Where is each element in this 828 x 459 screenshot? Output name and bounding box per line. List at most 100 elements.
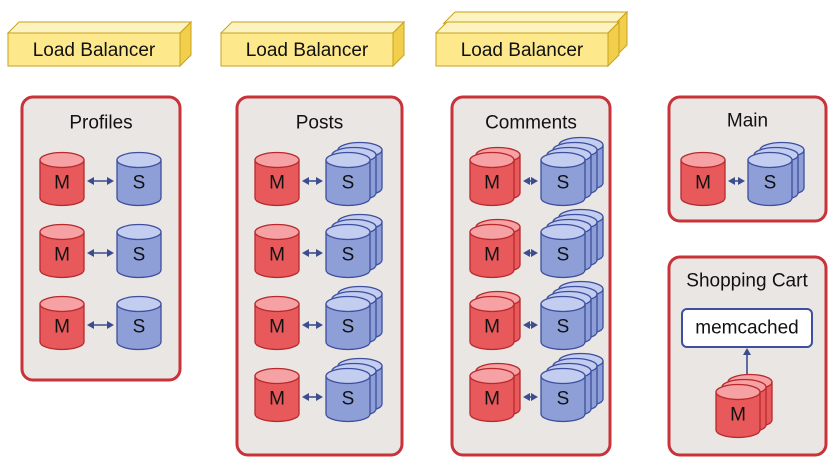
master-db: M xyxy=(39,295,85,351)
database-cylinder-icon xyxy=(116,151,162,207)
slave-db-label: S xyxy=(557,173,570,194)
cluster-title: Posts xyxy=(296,113,344,134)
database-cylinder-icon xyxy=(540,295,586,351)
load-balancer-top xyxy=(442,11,629,24)
database-cylinder-icon xyxy=(39,223,85,279)
slave-db-label: S xyxy=(342,389,355,410)
cluster-title: Shopping Cart xyxy=(686,271,808,292)
database-cylinder-icon xyxy=(540,367,586,423)
master-db-label: M xyxy=(54,245,70,266)
cluster-title: Comments xyxy=(485,113,577,134)
cluster-title: Profiles xyxy=(69,113,132,134)
replication-arrow-icon xyxy=(523,393,538,401)
slave-db-label: S xyxy=(557,245,570,266)
slave-db-label: S xyxy=(133,245,146,266)
master-db: M xyxy=(254,223,300,279)
memcached-border xyxy=(681,308,813,348)
load-balancer[interactable]: Load Balancer xyxy=(434,20,621,68)
slave-db-label: S xyxy=(764,173,777,194)
slave-db: S xyxy=(540,352,604,423)
database-cylinder-icon xyxy=(469,223,515,279)
slave-db-label: S xyxy=(342,317,355,338)
replication-arrow-icon xyxy=(523,249,538,257)
database-cylinder-icon xyxy=(469,367,515,423)
master-db-label: M xyxy=(269,245,285,266)
database-cylinder-icon xyxy=(325,295,371,351)
replication-arrow-icon xyxy=(302,177,323,185)
master-db: M xyxy=(469,290,521,351)
database-cylinder-icon xyxy=(254,295,300,351)
load-balancer-top xyxy=(434,21,621,34)
replication-arrow-icon xyxy=(728,177,745,185)
database-cylinder-icon xyxy=(325,367,371,423)
slave-db: S xyxy=(325,141,383,207)
database-cylinder-icon xyxy=(715,383,761,439)
master-db: M xyxy=(254,295,300,351)
master-db: M xyxy=(39,223,85,279)
database-cylinder-icon xyxy=(39,295,85,351)
master-db: M xyxy=(469,146,521,207)
database-cylinder-icon xyxy=(469,151,515,207)
load-balancer-front xyxy=(435,32,609,67)
slave-db-label: S xyxy=(342,245,355,266)
slave-db: S xyxy=(116,295,162,351)
master-db-label: M xyxy=(269,317,285,338)
master-db: M xyxy=(39,151,85,207)
replication-arrow-icon xyxy=(87,321,114,329)
database-cylinder-icon xyxy=(680,151,726,207)
memcached-box[interactable]: memcached xyxy=(681,308,813,348)
load-balancer-label: Load Balancer xyxy=(246,40,369,61)
master-db-label: M xyxy=(484,173,500,194)
slave-db-label: S xyxy=(342,173,355,194)
replication-arrow-icon xyxy=(302,393,323,401)
slave-db: S xyxy=(325,357,383,423)
master-db: M xyxy=(680,151,726,207)
master-db-label: M xyxy=(484,389,500,410)
slave-db: S xyxy=(540,136,604,207)
slave-db: S xyxy=(116,223,162,279)
master-db: M xyxy=(254,151,300,207)
database-cylinder-icon xyxy=(116,223,162,279)
load-balancer-layer: Load Balancer Load Balancer Load Balancer xyxy=(6,10,629,68)
master-db: M xyxy=(469,218,521,279)
master-db-label: M xyxy=(484,245,500,266)
replication-arrow-icon xyxy=(523,321,538,329)
database-cylinder-icon xyxy=(254,367,300,423)
database-cylinder-icon xyxy=(747,151,793,207)
replication-arrow-icon xyxy=(523,177,538,185)
master-db-label: M xyxy=(269,173,285,194)
memcached-label: memcached xyxy=(695,318,799,339)
slave-db-label: S xyxy=(557,389,570,410)
load-balancer[interactable]: Load Balancer xyxy=(6,20,193,68)
replication-arrow-icon xyxy=(87,177,114,185)
load-balancer-label: Load Balancer xyxy=(461,40,584,61)
master-db-label: M xyxy=(695,173,711,194)
replication-arrow-icon xyxy=(302,321,323,329)
master-db-label: M xyxy=(54,173,70,194)
replication-arrow-icon xyxy=(87,249,114,257)
cart-master-db: M xyxy=(715,373,773,439)
load-balancer[interactable]: Load Balancer xyxy=(219,20,406,68)
database-cylinder-icon xyxy=(254,223,300,279)
database-cylinder-icon xyxy=(325,151,371,207)
replication-arrow-icon xyxy=(302,249,323,257)
master-db-label: M xyxy=(269,389,285,410)
cluster-title: Main xyxy=(727,111,768,132)
database-cylinder-icon xyxy=(254,151,300,207)
load-balancer-top xyxy=(6,21,193,34)
